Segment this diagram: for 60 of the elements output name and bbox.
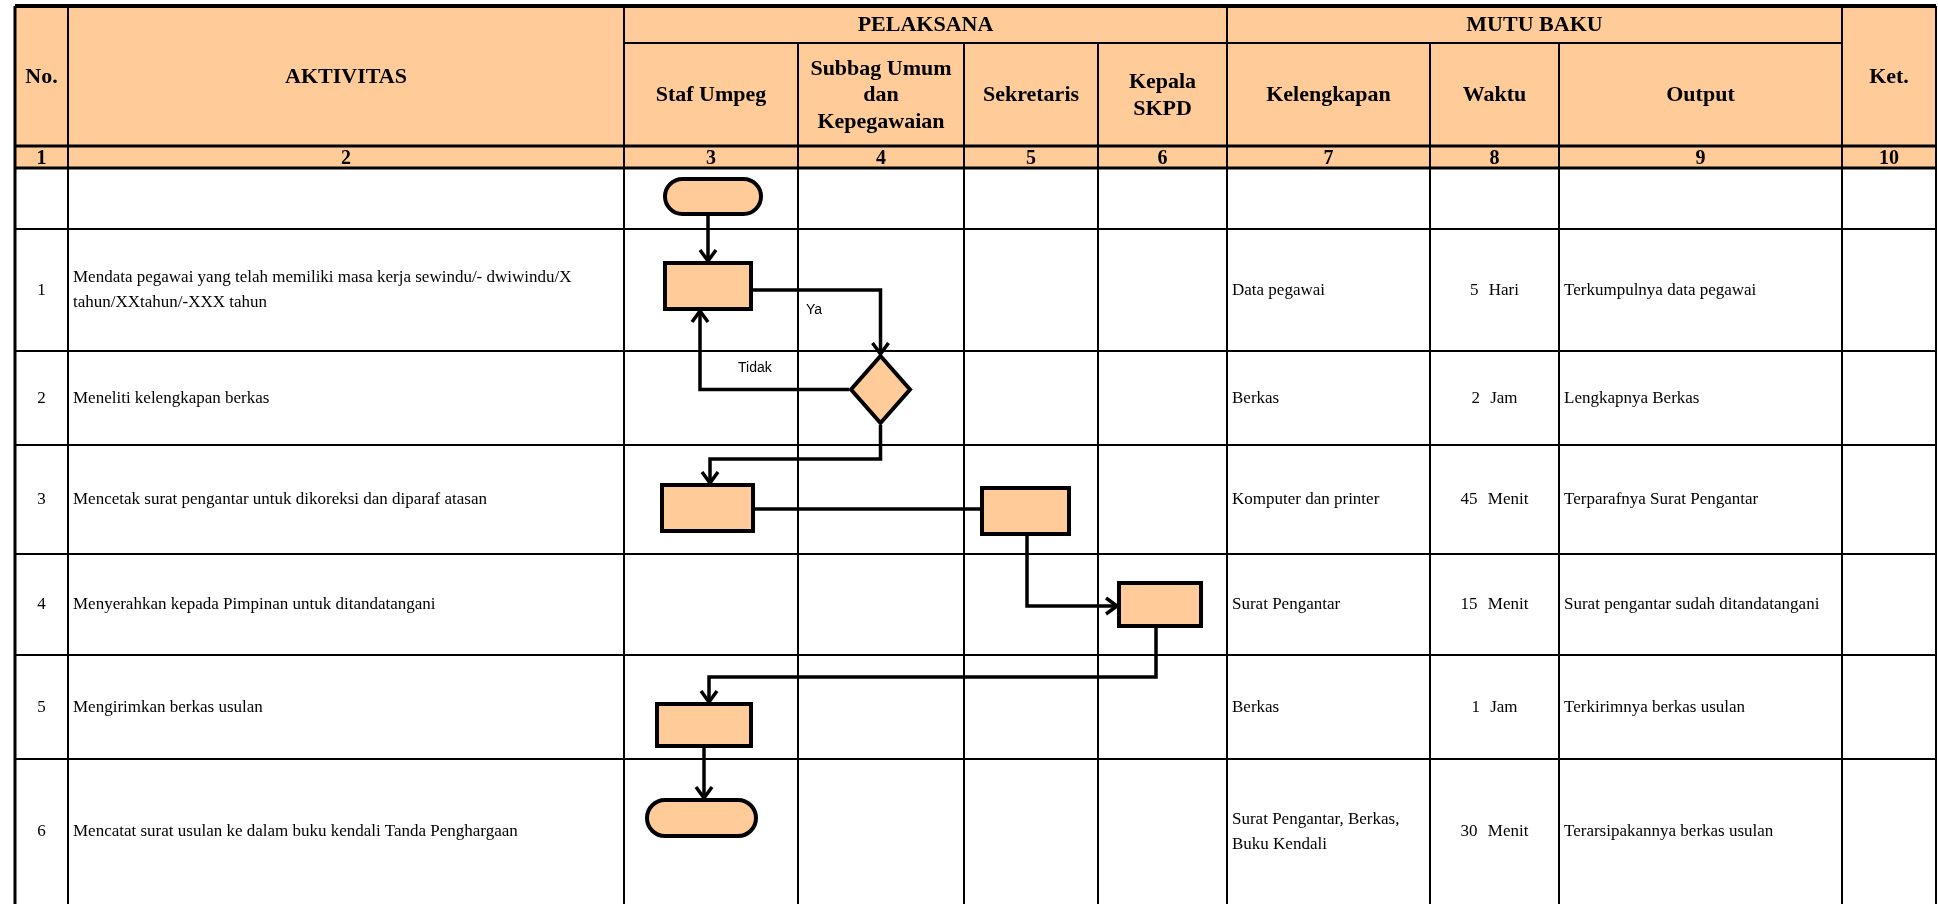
column-header: AKTIVITAS: [68, 6, 624, 146]
column-header: No.: [15, 6, 68, 146]
row-number: 6: [36, 820, 47, 843]
column-number: 3: [624, 146, 798, 168]
terminator-shape: [645, 798, 758, 838]
column-header: Kepala SKPD: [1098, 43, 1227, 146]
column-header: Kelengkapan: [1227, 43, 1430, 146]
column-header: Ket.: [1842, 6, 1936, 146]
connector-arrow: [698, 216, 718, 263]
column-header: Waktu: [1430, 43, 1559, 146]
activity-text: Mencatat surat usulan ke dalam buku kendali Tanda Penghargaan: [72, 820, 519, 843]
duration-text: 5 Hari: [1469, 278, 1520, 301]
table-text: Terparafnya Surat Pengantar: [1563, 488, 1760, 511]
duration-text: 30 Menit: [1459, 820, 1530, 843]
row-number: 1: [36, 278, 47, 301]
duration-text: 45 Menit: [1459, 488, 1530, 511]
column-header: Subbag Umum dan Kepegawaian: [798, 43, 964, 146]
table-text: Komputer dan printer: [1231, 488, 1381, 511]
column-header: Staf Umpeg: [624, 43, 798, 146]
connector-arrow: [700, 425, 883, 485]
column-header: Output: [1559, 43, 1842, 146]
column-number: 9: [1559, 146, 1842, 168]
activity-text: Mencetak surat pengantar untuk dikoreksi dan diparaf atasan: [72, 488, 488, 511]
activity-text: Menyerahkan kepada Pimpinan untuk ditandatangani: [72, 593, 437, 616]
row-number: 3: [36, 488, 47, 511]
row-number: 2: [36, 386, 47, 409]
table-text: Data pegawai: [1231, 278, 1326, 301]
activity-text: Mengirimkan berkas usulan: [72, 695, 264, 718]
column-number: 4: [798, 146, 964, 168]
row-number: 4: [36, 593, 47, 616]
process-box: [980, 486, 1071, 536]
process-box: [660, 483, 755, 533]
table-text: Terarsipakannya berkas usulan: [1563, 820, 1775, 843]
activity-text: Mendata pegawai yang telah memiliki masa kerja sewindu/- dwiwindu/X tahun/XXtahun/-XXX tahun: [72, 266, 573, 313]
duration-text: 1 Jam: [1470, 695, 1519, 718]
column-number: 5: [964, 146, 1098, 168]
process-box: [663, 261, 753, 311]
connector-arrow: [694, 748, 714, 800]
decision-diamond: [849, 354, 912, 425]
table-text: Berkas: [1231, 386, 1281, 409]
process-box: [655, 702, 753, 748]
connector-arrow: [753, 288, 891, 356]
table-text: Surat pengantar sudah ditandatangani: [1563, 593, 1821, 616]
table-text: Terkumpulnya data pegawai: [1563, 278, 1758, 301]
table-text: Surat Pengantar: [1231, 593, 1342, 616]
duration-text: 15 Menit: [1459, 593, 1530, 616]
connector-arrow: [690, 309, 849, 392]
column-number: 2: [68, 146, 624, 168]
table-text: Terkirimnya berkas usulan: [1563, 695, 1747, 718]
table-text: Surat Pengantar, Berkas, Buku Kendali: [1231, 807, 1401, 855]
activity-text: Meneliti kelengkapan berkas: [72, 386, 271, 409]
connector-arrow: [699, 628, 1158, 704]
table-text: Lengkapnya Berkas: [1563, 386, 1701, 409]
duration-text: 2 Jam: [1470, 386, 1519, 409]
connector-arrow: [1025, 536, 1119, 616]
table-text: Berkas: [1231, 695, 1281, 718]
column-header: Sekretaris: [964, 43, 1098, 146]
row-number: 5: [36, 695, 47, 718]
terminator-shape: [663, 177, 763, 216]
process-box: [1117, 581, 1203, 628]
